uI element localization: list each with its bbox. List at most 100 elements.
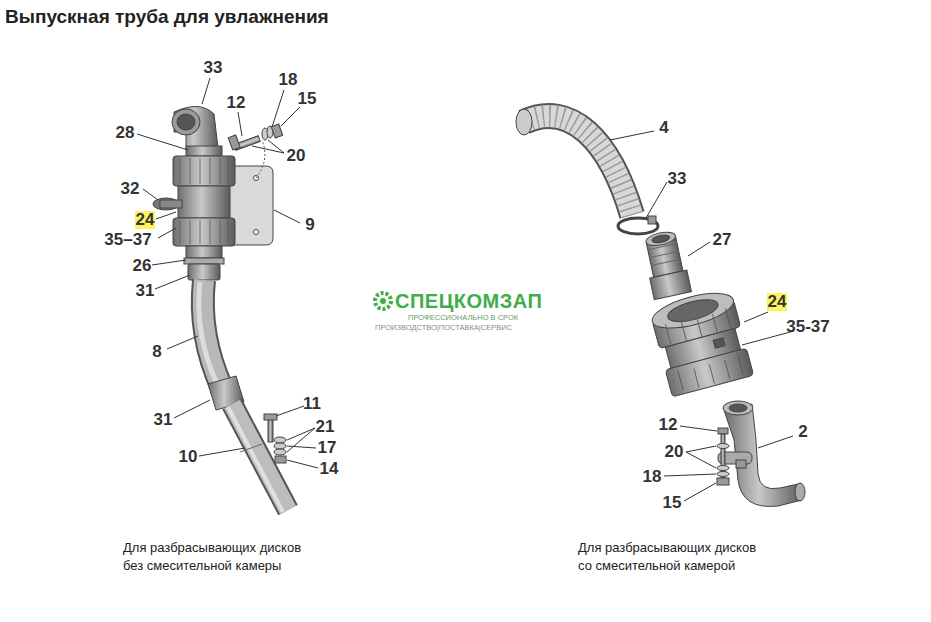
part-shape [680, 426, 717, 431]
callout-number: 17 [318, 439, 337, 458]
part-shape [725, 308, 730, 327]
part-shape [186, 246, 222, 258]
part-shape [228, 220, 229, 244]
part-shape [686, 452, 716, 468]
part-shape [665, 308, 743, 392]
part-shape [274, 443, 286, 449]
part-shape [713, 338, 725, 348]
part-shape [272, 90, 284, 127]
part-shape [287, 460, 318, 468]
part-shape [188, 264, 220, 280]
callout-number: 24 [767, 293, 788, 312]
part-shape [729, 404, 747, 412]
part-shape [200, 220, 201, 244]
part-shape [274, 437, 286, 443]
part-shape [610, 131, 654, 140]
part-shape [228, 135, 240, 150]
callout-number: 10 [179, 448, 198, 467]
part-shape [380, 298, 386, 304]
callout-number: 18 [279, 71, 298, 90]
callout-number: 35-37 [786, 318, 829, 337]
part-shape [649, 286, 737, 335]
part-shape [717, 478, 729, 485]
part-shape [180, 220, 228, 244]
caption-text: Для разбрасывающих дисков без смесительн… [123, 539, 311, 574]
part-shape [268, 418, 273, 442]
callout-number: 15 [298, 90, 317, 109]
part-shape [199, 448, 245, 456]
callout-number: 18 [643, 468, 662, 487]
page-title: Выпускная труба для увлажнения [5, 6, 329, 28]
part-shape [190, 220, 191, 244]
part-shape [180, 220, 181, 244]
leader-lines [137, 78, 794, 501]
part-shape [287, 446, 316, 448]
callout-number: 2 [798, 423, 807, 442]
part-shape [177, 114, 195, 130]
part-shape [155, 275, 190, 289]
part-shape [274, 449, 286, 455]
part-shape [684, 483, 716, 501]
part-shape [271, 124, 283, 138]
callout-number: 11 [303, 395, 321, 414]
part-shape [524, 116, 632, 215]
callout-number: 9 [305, 216, 314, 235]
part-shape [712, 314, 717, 333]
part-shape [275, 456, 286, 463]
watermark: ПРОФЕССИОНАЛЬНО В СРОК [408, 314, 518, 322]
part-shape [697, 318, 702, 337]
part-shape [686, 446, 716, 452]
part-shape [738, 355, 743, 374]
part-shape [180, 158, 228, 184]
part-shape [173, 156, 235, 186]
part-shape [646, 182, 667, 218]
part-shape [688, 242, 710, 256]
part-shape [199, 282, 218, 386]
part-shape [143, 189, 158, 200]
callout-number: 27 [713, 231, 732, 250]
part-shape [186, 146, 222, 156]
part-shape [375, 293, 391, 309]
callout-number: 20 [287, 147, 306, 166]
part-shape [287, 428, 315, 452]
part-shape [256, 140, 265, 178]
part-shape [718, 428, 728, 434]
part-shape [516, 109, 532, 135]
part-shape [152, 260, 186, 265]
callout-number: 20 [665, 443, 684, 462]
callout-number: 31 [136, 282, 155, 301]
part-shape [220, 158, 221, 184]
part-shape [649, 251, 678, 257]
callout-number: 21 [316, 418, 335, 437]
part-shape [210, 220, 211, 244]
part-shape [723, 401, 753, 415]
part-shape [232, 404, 288, 510]
callout-number: 32 [121, 180, 140, 199]
part-shape [220, 220, 221, 244]
part-shape [651, 259, 680, 265]
part-shape [717, 466, 729, 471]
callout-number: 8 [152, 343, 161, 362]
part-shape [281, 107, 300, 126]
part-shape [744, 312, 768, 322]
part-shape [180, 158, 181, 184]
callout-number: 12 [227, 94, 246, 113]
part-shape [160, 200, 182, 208]
part-shape [264, 414, 277, 420]
part-shape [276, 406, 304, 416]
callout-number: 33 [204, 59, 223, 78]
part-shape [736, 460, 746, 468]
part-shape [641, 229, 691, 300]
part-shape [524, 116, 632, 215]
part-shape [173, 218, 235, 246]
part-shape [665, 324, 670, 343]
callout-number: 12 [659, 416, 678, 435]
part-shape [158, 228, 176, 238]
watermark: ПРОИЗВОДСТВО|ПОСТАВКА|СЕРВИС [375, 324, 512, 332]
watermark-logo [375, 293, 391, 309]
callout-number: 28 [116, 124, 135, 143]
left-assembly [153, 106, 288, 512]
part-shape [274, 210, 300, 223]
part-shape [694, 368, 699, 387]
